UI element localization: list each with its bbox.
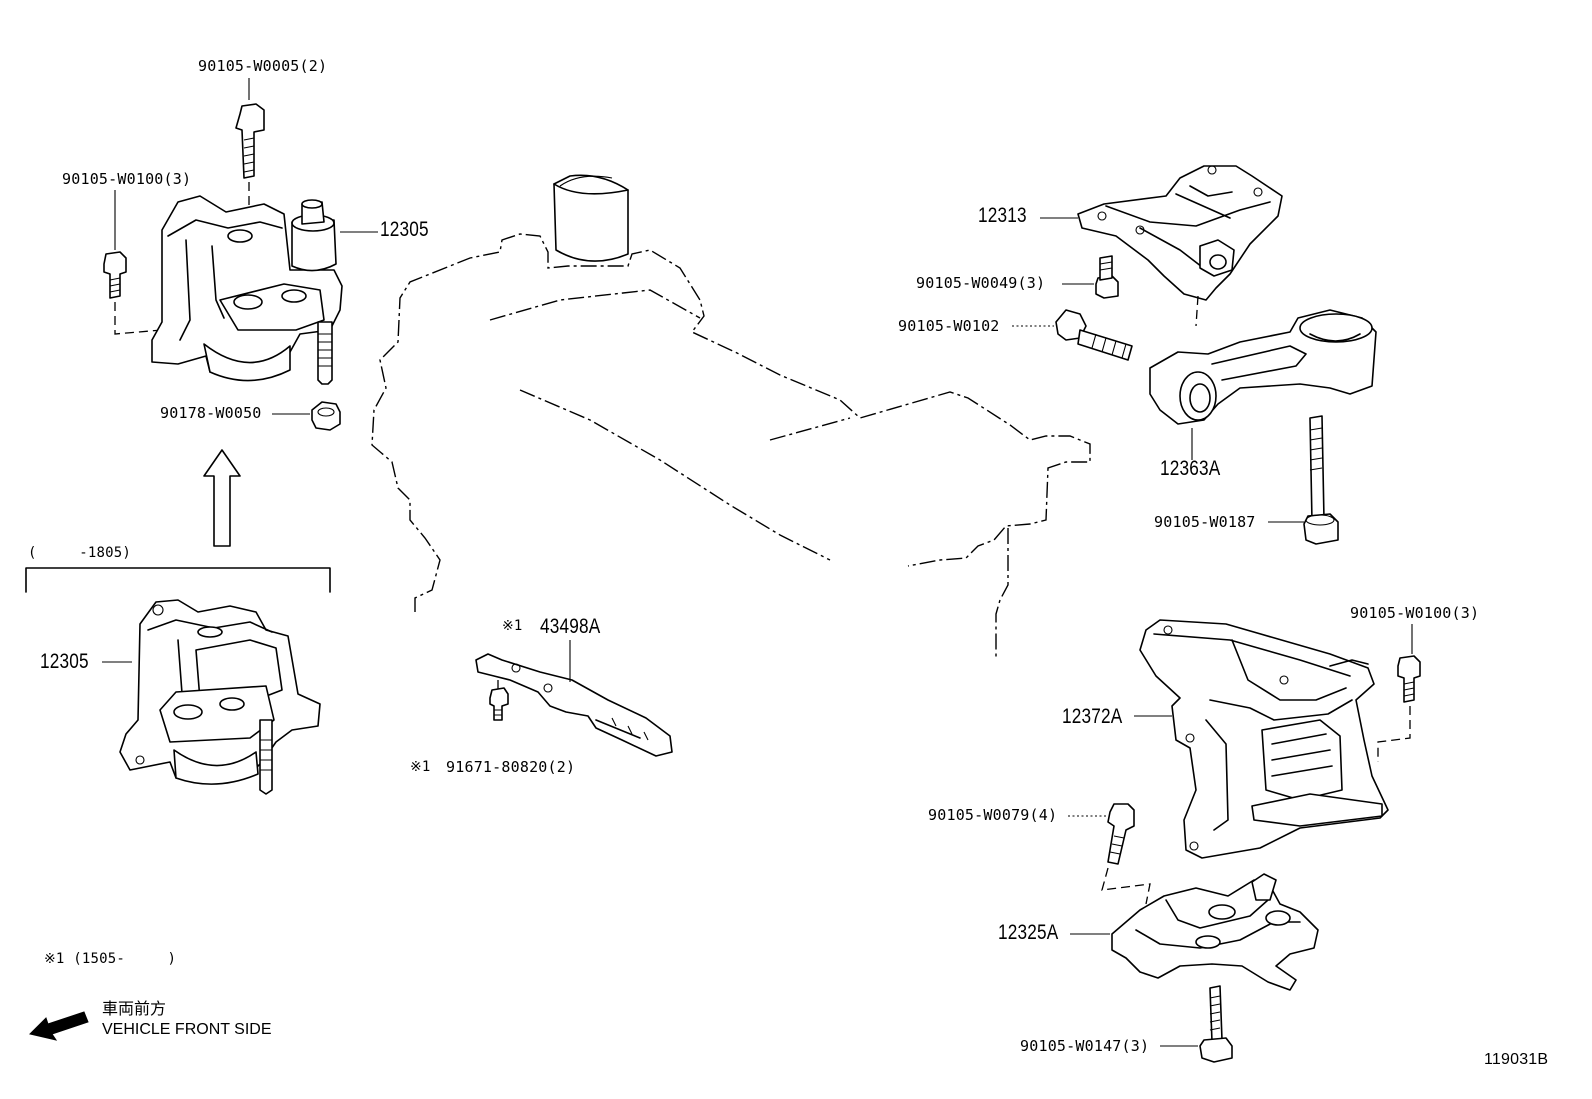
bracket-12325a-drawing (1111, 873, 1319, 991)
label-bracket-12313: 12313 (978, 204, 1027, 227)
drawing-number: 119031B (1484, 1051, 1549, 1068)
label-mount-12305-lower: 12305 (40, 650, 89, 673)
label-bracket-43498a: 43498A (540, 615, 601, 638)
label-bolt-91671-80820: 91671-80820(2) (446, 758, 576, 776)
label-bolt-90105-w0100-right: 90105-W0100(3) (1350, 604, 1480, 622)
bolt-90105-w0049-drawing (1095, 255, 1119, 299)
engine-outline (371, 174, 1091, 660)
label-bolt-90105-w0102: 90105-W0102 (898, 317, 1000, 335)
label-rod-12363a: 12363A (1160, 457, 1221, 480)
torque-rod-12363a-drawing (1149, 309, 1377, 425)
vehicle-front-label-jp: 車両前方 (102, 1001, 167, 1018)
label-nut-90178-w0050: 90178-W0050 (160, 404, 262, 422)
footnote: ※1 (1505- ) (44, 951, 177, 967)
label-bolt-90105-w0049: 90105-W0049(3) (916, 274, 1046, 292)
label-date-range: ( -1805) (28, 545, 132, 561)
label-bolt-90105-w0100-left: 90105-W0100(3) (62, 170, 192, 188)
bolt-90105-w0147-drawing (1199, 985, 1233, 1063)
transmission-mount-12372a-drawing (1139, 619, 1389, 859)
vehicle-front-label-en: VEHICLE FRONT SIDE (102, 1021, 272, 1038)
label-bolt-90105-w0147: 90105-W0147(3) (1020, 1037, 1150, 1055)
engine-mount-12305-lower-drawing (119, 599, 321, 795)
vehicle-front-note: 車両前方 VEHICLE FRONT SIDE (102, 1000, 272, 1040)
engine-mount-12305-upper-drawing (103, 103, 343, 385)
label-mount-12372a: 12372A (1062, 705, 1123, 728)
label-bolt-91671-mark: ※1 (410, 759, 431, 775)
bracket-43498a-drawing (475, 653, 673, 757)
bolt-90105-w0187-drawing (1303, 415, 1339, 545)
label-bolt-90105-w0079: 90105-W0079(4) (928, 806, 1058, 824)
label-bracket-43498a-mark: ※1 (502, 618, 523, 634)
label-bolt-90105-w0187: 90105-W0187 (1154, 513, 1256, 531)
bolt-90105-w0102-drawing (1055, 309, 1133, 361)
label-bracket-12325a: 12325A (998, 921, 1059, 944)
bracket-12313-drawing (1077, 165, 1283, 327)
label-mount-12305-upper: 12305 (380, 218, 429, 241)
bolt-90105-w0100-right-drawing (1377, 655, 1421, 762)
upgrade-arrow-icon (203, 449, 241, 547)
bolt-91671-80820-drawing (489, 687, 509, 721)
bolt-90105-w0079-drawing (1101, 803, 1151, 905)
leader-lines (102, 78, 1413, 1047)
vehicle-front-arrow-icon (29, 1011, 89, 1041)
date-range-bracket (25, 567, 331, 593)
label-bolt-90105-w0005: 90105-W0005(2) (198, 57, 328, 75)
nut-90178-w0050-drawing (311, 401, 341, 431)
